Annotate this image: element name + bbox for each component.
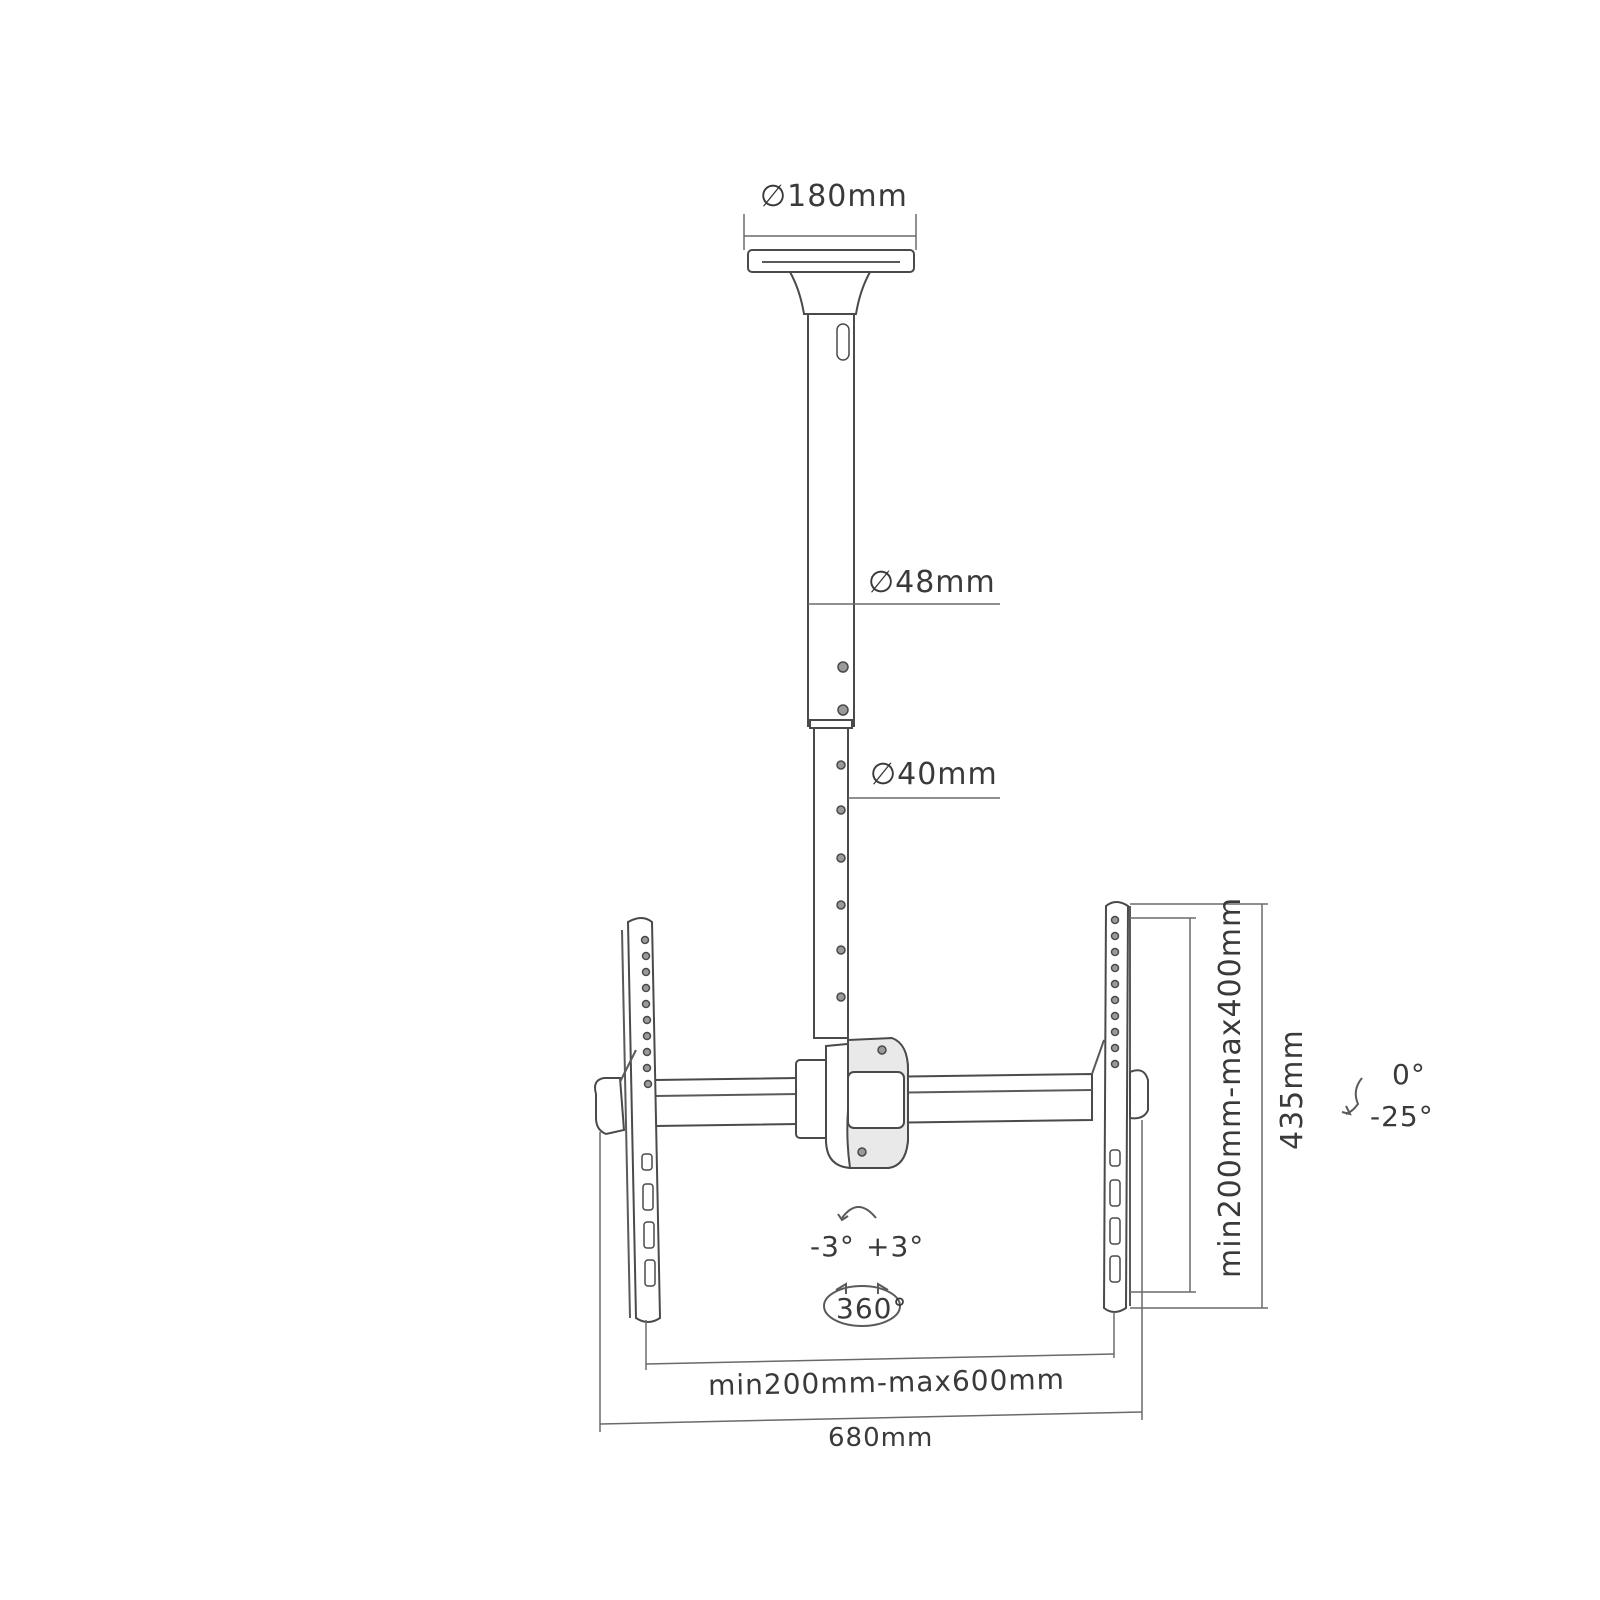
vertical-vesa-label: min200mm-max400mm	[1213, 897, 1248, 1278]
rotation-label: 360°	[836, 1292, 907, 1325]
bracket-height-label: 435mm	[1275, 1029, 1310, 1150]
upper-tube	[807, 313, 1000, 729]
ceiling-plate	[743, 214, 917, 315]
swivel-left-label: -3°	[810, 1230, 855, 1263]
plate-diameter-label: ∅180mm	[760, 179, 908, 214]
horizontal-vesa-label: min200mm-max600mm	[708, 1363, 1065, 1402]
tilt-bottom-label: -25°	[1370, 1100, 1434, 1133]
right-rail-holes	[1110, 915, 1120, 1069]
horizontal-dimension-lines	[599, 1120, 1143, 1432]
left-rail	[594, 917, 662, 1323]
vertical-dimension-lines	[1130, 903, 1268, 1309]
tilt-top-label: 0°	[1392, 1058, 1426, 1091]
rotation-360-icon	[823, 1282, 901, 1327]
upper-tube-diameter-label: ∅48mm	[868, 565, 996, 600]
lower-tube-diameter-label: ∅40mm	[870, 757, 998, 792]
swivel-arc-icon	[837, 1206, 877, 1222]
total-width-label: 680mm	[828, 1423, 933, 1453]
swivel-right-label: +3°	[866, 1230, 924, 1263]
left-rail-holes	[640, 935, 653, 1089]
tilt-arc-icon	[1341, 1077, 1363, 1116]
right-rail	[1091, 901, 1149, 1313]
lower-tube	[813, 727, 1000, 1039]
swivel-head	[795, 1036, 909, 1169]
